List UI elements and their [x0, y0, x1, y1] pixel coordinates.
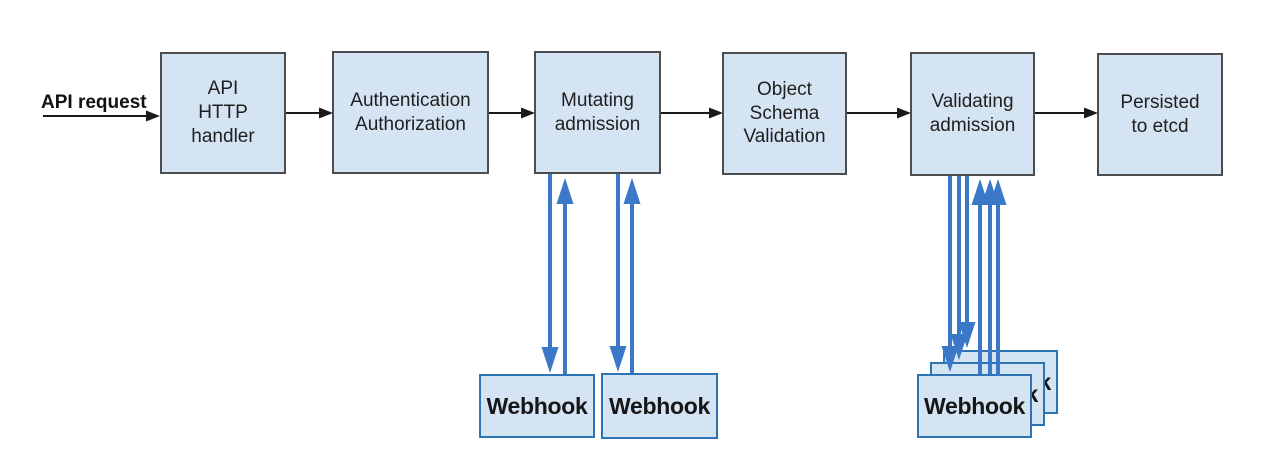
stage-label-persisted-to-etcd: Persisted to etcd: [1120, 91, 1200, 137]
webhook-label: Webhook: [609, 392, 710, 419]
validating-webhook-box-front: Webhook: [917, 374, 1032, 438]
pipeline-connector-lines: [43, 112, 1085, 117]
arrowhead-up-icon: [989, 179, 1007, 205]
arrowhead-down-icon: [541, 347, 559, 373]
arrowhead-right-icon: [319, 107, 333, 119]
arrowhead-down-icon: [941, 346, 959, 372]
stage-box-validating-admission: Validating admission: [910, 52, 1035, 176]
arrowhead-down-icon: [950, 334, 968, 360]
stage-box-persisted-to-etcd: Persisted to etcd: [1097, 53, 1223, 176]
stage-label-validating-admission: Validating admission: [929, 91, 1016, 136]
stage-box-authentication-authorization: Authentication Authorization: [332, 51, 489, 174]
mutating-webhook-box-1: Webhook: [479, 374, 595, 438]
pipeline-connector-arrowheads: [146, 107, 1098, 122]
stage-label-authentication-authorization: Authentication Authorization: [350, 89, 471, 135]
arrowhead-up-icon: [623, 178, 641, 204]
webhook-arrow-shafts: [548, 174, 1000, 376]
stage-label-mutating-admission: Mutating admission: [554, 89, 641, 135]
mutating-webhook-box-2: Webhook: [601, 373, 718, 439]
api-request-label: API request: [41, 92, 147, 113]
arrowhead-down-icon: [609, 346, 627, 372]
stage-box-object-schema-validation: Object Schema Validation: [722, 52, 847, 175]
arrowhead-down-icon: [958, 322, 976, 348]
arrowhead-right-icon: [521, 107, 535, 119]
arrowhead-right-icon: [1084, 107, 1098, 119]
webhook-label: Webhook: [486, 392, 588, 419]
stage-box-api-http-handler: API HTTP handler: [160, 52, 286, 174]
arrowhead-right-icon: [146, 110, 160, 122]
stage-label-api-http-handler: API HTTP handler: [191, 78, 255, 147]
stage-label-object-schema-validation: Object Schema Validation: [743, 78, 826, 148]
webhook-label: Webhook: [924, 392, 1025, 419]
stage-box-mutating-admission: Mutating admission: [534, 51, 661, 174]
arrowhead-right-icon: [709, 107, 723, 119]
arrowhead-right-icon: [897, 107, 911, 119]
webhook-arrowheads: [541, 178, 1007, 373]
arrowhead-up-icon: [556, 178, 574, 204]
